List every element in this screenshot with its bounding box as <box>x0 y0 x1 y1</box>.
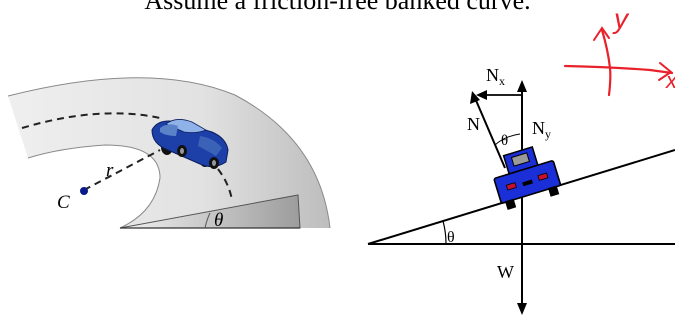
vertical-up-arrowhead <box>517 80 527 92</box>
normal-x-label: Nx <box>486 65 505 88</box>
normal-angle-arc <box>494 133 521 146</box>
red-up-arrowhead <box>593 26 610 41</box>
center-point <box>80 187 88 195</box>
red-vertical-stroke <box>600 28 612 97</box>
road-outer-edge <box>7 77 331 229</box>
normal-angle-label: θ <box>501 133 508 149</box>
normal-force-arrow <box>474 97 506 169</box>
handwritten-x-label: x <box>665 68 675 93</box>
weight-label: W <box>497 262 514 282</box>
road-inner-edge <box>27 144 161 229</box>
weight-arrowhead <box>517 303 527 315</box>
center-label: C <box>57 192 70 213</box>
bank-angle-label: θ <box>214 210 223 231</box>
incline-angle-label: θ <box>447 229 455 246</box>
incline-angle-arc <box>442 220 447 245</box>
car-front-view-icon <box>493 146 562 210</box>
angle-arc-left <box>204 212 211 229</box>
red-horizontal-stroke <box>563 64 674 75</box>
car-sedan-icon <box>151 119 229 169</box>
handwritten-axes-annotation: y x <box>563 3 675 97</box>
normal-x-arrowhead <box>476 90 487 100</box>
banked-curve-diagram: C r θ <box>7 77 331 231</box>
free-body-diagram: θ N Nx Ny θ W <box>367 65 675 315</box>
normal-label: N <box>467 114 480 134</box>
radius-label: r <box>106 160 114 181</box>
normal-y-label: Ny <box>532 118 551 141</box>
radius-line-dashed <box>83 149 161 191</box>
page-heading: Assume a friction-free banked curve. <box>144 0 531 15</box>
normal-force-arrowhead <box>470 91 480 104</box>
handwritten-y-label: y <box>612 3 630 34</box>
red-right-arrowhead <box>658 62 673 81</box>
